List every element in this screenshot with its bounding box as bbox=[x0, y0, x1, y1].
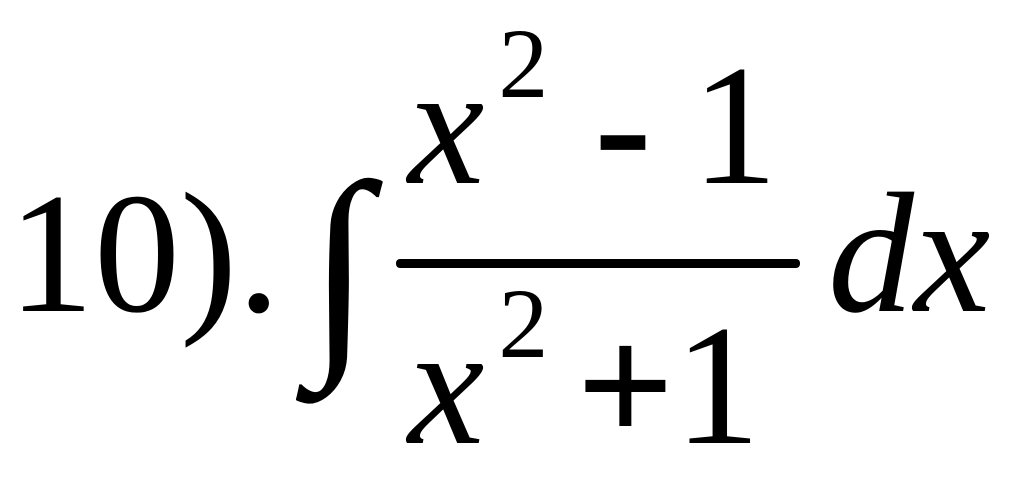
numerator-operator: - bbox=[594, 31, 652, 221]
problem-number: 10). bbox=[8, 159, 281, 349]
denominator-operator: + bbox=[576, 291, 675, 481]
numerator-exponent: 2 bbox=[498, 8, 549, 119]
fraction-bar bbox=[396, 259, 800, 268]
numerator-variable: x bbox=[408, 31, 485, 221]
integral-sign: ∫ bbox=[308, 137, 372, 392]
denominator-variable: x bbox=[408, 291, 485, 481]
denominator-exponent: 2 bbox=[498, 268, 549, 379]
numerator-constant: 1 bbox=[691, 31, 778, 221]
differential: dx bbox=[828, 159, 991, 349]
denominator-constant: 1 bbox=[674, 291, 761, 481]
